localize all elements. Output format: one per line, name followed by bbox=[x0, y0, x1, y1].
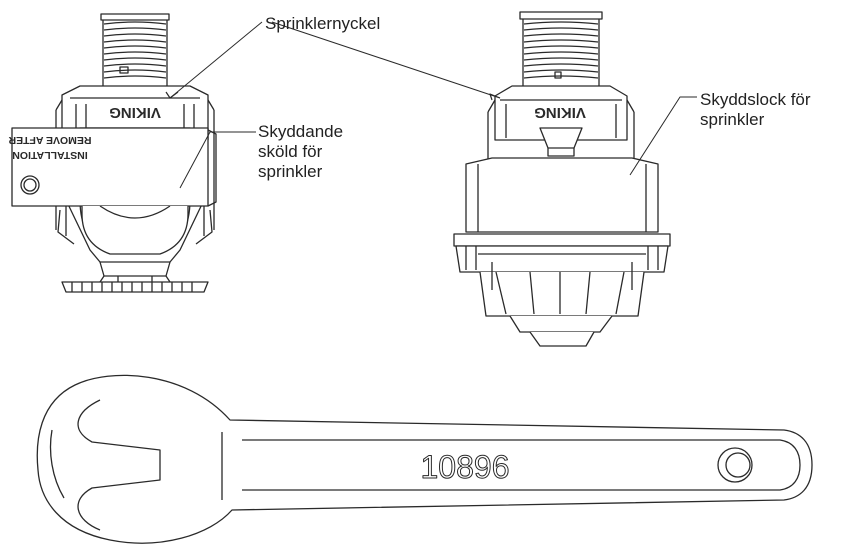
leader-wrench-left bbox=[169, 21, 263, 99]
sprinkler-with-cap: VIKING bbox=[453, 11, 671, 347]
label-protective-cap: Skyddslock för sprinkler bbox=[700, 90, 811, 129]
tag-text-remove-after: REMOVE AFTER bbox=[8, 134, 91, 146]
brand-marking-right: VIKING bbox=[534, 104, 586, 121]
protective-cap bbox=[453, 157, 671, 347]
brand-marking-left: VIKING bbox=[109, 104, 161, 121]
hex-body-left bbox=[55, 85, 215, 236]
thread-right bbox=[519, 11, 603, 91]
sprinkler-wrench: 10896 bbox=[36, 374, 813, 544]
label-sprinkler-wrench: Sprinklernyckel bbox=[265, 14, 381, 33]
removal-tag bbox=[11, 127, 217, 207]
leader-lines bbox=[165, 21, 697, 189]
thread-left bbox=[100, 13, 170, 93]
deflector-left bbox=[61, 261, 209, 293]
hex-body-right bbox=[487, 85, 635, 162]
leader-cap bbox=[629, 96, 697, 176]
sprinkler-with-shield: VIKING REMOVE AFTER INSTALLATION bbox=[8, 13, 217, 293]
leader-shield bbox=[179, 131, 256, 189]
leader-wrench-right bbox=[271, 21, 501, 99]
wrench-part-number: 10896 bbox=[421, 449, 510, 485]
label-protective-shield: Skyddande sköld för sprinkler bbox=[258, 122, 344, 181]
tag-text-installation: INSTALLATION bbox=[12, 149, 87, 161]
